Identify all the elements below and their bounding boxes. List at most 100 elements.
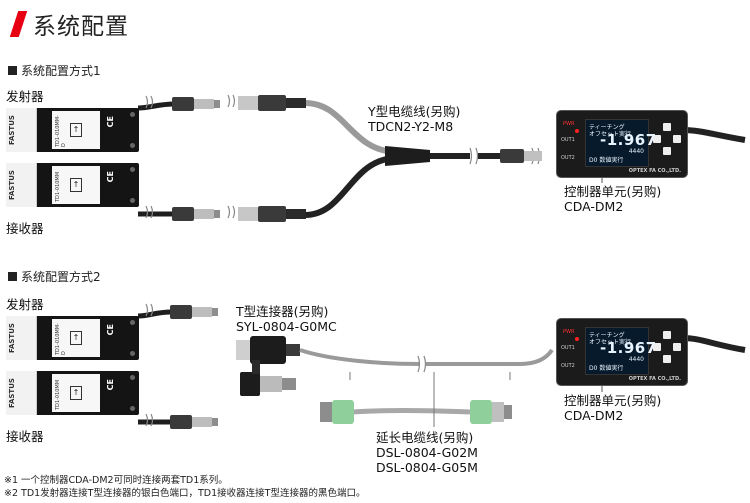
config2-controller-callout: 控制器单元(另购) CDA-DM2 [564, 393, 661, 423]
display-line2: オフセット実行 [589, 131, 632, 138]
y-cable-black-branch [304, 155, 396, 218]
config2-heading-text: 系统配置方式2 [21, 270, 101, 284]
ext-cable-name: 延长电缆线(另购) [376, 430, 474, 445]
controller-display: ティーチング オフセット実行 -1.967 4440 D0 数値実行 [585, 119, 656, 167]
screw-icon [130, 351, 135, 356]
arrow-up-icon: ↑ [70, 123, 82, 137]
config1-controller: PWR OUT1 OUT2 ティーチング オフセット実行 -1.967 4440… [556, 110, 688, 178]
footnotes: ※1 一个控制器CDA-DM2可同时连接两套TD1系列。 ※2 TD1发射器连接… [4, 474, 365, 500]
break-mark [145, 413, 154, 427]
screw-icon [130, 198, 135, 203]
key-up-icon [663, 331, 671, 339]
sensor-model: TD1-010MM [55, 379, 61, 410]
display-sub-value: 4440 [628, 148, 644, 155]
config2-t-connector-callout: T型连接器(另购) SYL-0804-G0MC [236, 304, 337, 334]
display-line1: ティーチング [589, 332, 625, 339]
m8-connector-icon [172, 207, 220, 221]
config2-heading: 系统配置方式2 [8, 268, 101, 285]
arrow-up-icon: ↑ [70, 178, 82, 192]
screw-icon [130, 406, 135, 411]
config1-controller-callout: 控制器单元(另购) CDA-DM2 [564, 184, 661, 214]
break-mark [145, 95, 154, 109]
display-sub-value: 4440 [628, 356, 644, 363]
controller-keypad [653, 121, 681, 161]
config2-emitter-sensor: FASTUS TD1-010MM-D ↑ CE [6, 316, 139, 360]
screw-icon [130, 375, 135, 380]
m8-connector-icon [170, 305, 218, 319]
page-title-text: 系统配置 [33, 14, 129, 40]
config2-controller: PWR OUT1 OUT2 ティーチング オフセット実行 -1.967 4440… [556, 318, 688, 386]
config1-receiver-label: 接收器 [6, 221, 44, 236]
display-line1: ティーチング [589, 124, 625, 131]
page-title: 系统配置 [6, 4, 129, 44]
out2-label: OUT2 [561, 155, 575, 161]
ext-cable-model-2: DSL-0804-G05M [376, 460, 478, 475]
sensor-model: TD1-010MM-D [55, 323, 67, 355]
break-mark [145, 205, 154, 219]
config2-extension-callout: 延长电缆线(另购) DSL-0804-G02M DSL-0804-G05M [376, 430, 478, 475]
screw-icon [130, 112, 135, 117]
status-led [575, 129, 579, 133]
controller-brand: OPTEX FA CO.,LTD. [628, 168, 681, 174]
extension-cable [351, 408, 471, 415]
controller-name: 控制器单元(另购) [564, 393, 662, 408]
config2-receiver-sensor: FASTUS TD1-010MM ↑ CE [6, 371, 139, 415]
m8-connector-icon [470, 400, 512, 424]
config1-emitter-label: 发射器 [6, 89, 44, 104]
key-left-icon [653, 135, 661, 143]
break-mark [227, 205, 236, 219]
key-down-icon [663, 355, 671, 363]
break-mark [469, 147, 479, 165]
square-bullet-icon [8, 272, 17, 281]
controller-model: CDA-DM2 [564, 408, 624, 423]
key-up-icon [663, 123, 671, 131]
controller-model: CDA-DM2 [564, 199, 624, 214]
arrow-up-icon: ↑ [70, 386, 82, 400]
t-connector [236, 336, 300, 396]
m8-connector-icon [238, 206, 306, 222]
ext-cable-model-1: DSL-0804-G02M [376, 445, 478, 460]
config1-emitter-sensor: FASTUS TD1-010MM-D ↑ CE [6, 108, 139, 152]
footnote-1: ※1 一个控制器CDA-DM2可同时连接两套TD1系列。 [4, 475, 228, 486]
break-mark [227, 94, 236, 108]
footnote-2: ※2 TD1发射器连接T型连接器的银白色端口，TD1接收器连接T型连接器的黑色端… [4, 488, 366, 499]
key-right-icon [673, 135, 681, 143]
controller-display: ティーチング オフセット実行 -1.967 4440 D0 数値実行 [585, 327, 656, 375]
config2-receiver-label: 接收器 [6, 429, 44, 444]
display-value: -1.967 [600, 131, 657, 149]
y-cable-name: Y型电缆线(另购) [368, 104, 461, 119]
t-connector-name: T型连接器(另购) [236, 304, 329, 319]
ce-mark: CE [106, 379, 115, 391]
y-cable-model: TDCN2-Y2-M8 [368, 119, 454, 134]
config1-heading-text: 系统配置方式1 [21, 64, 101, 78]
break-mark [417, 355, 427, 373]
break-mark [145, 303, 154, 317]
config1-heading: 系统配置方式1 [8, 62, 101, 79]
sensor-brand: FASTUS [8, 378, 16, 408]
sensor-brand: FASTUS [8, 323, 16, 353]
key-right-icon [673, 343, 681, 351]
config2-emitter-label: 发射器 [6, 297, 44, 312]
m8-connector-icon [170, 415, 218, 429]
arrow-up-icon: ↑ [70, 331, 82, 345]
pwr-label: PWR [563, 121, 575, 127]
out1-label: OUT1 [561, 345, 575, 351]
y-junction [385, 146, 430, 166]
screw-icon [130, 167, 135, 172]
screw-icon [130, 320, 135, 325]
ce-mark: CE [106, 324, 115, 336]
out1-label: OUT1 [561, 137, 575, 143]
out2-label: OUT2 [561, 363, 575, 369]
controller-brand: OPTEX FA CO.,LTD. [628, 376, 681, 382]
config1-y-cable-callout: Y型电缆线(另购) TDCN2-Y2-M8 [368, 104, 460, 134]
controller-name: 控制器单元(另购) [564, 184, 662, 199]
key-down-icon [663, 147, 671, 155]
t-connector-model: SYL-0804-G0MC [236, 319, 337, 334]
key-left-icon [653, 343, 661, 351]
m8-connector-icon [320, 400, 354, 424]
config1-receiver-sensor: FASTUS TD1-010MM ↑ CE [6, 163, 139, 207]
pwr-label: PWR [563, 329, 575, 335]
square-bullet-icon [8, 66, 17, 75]
